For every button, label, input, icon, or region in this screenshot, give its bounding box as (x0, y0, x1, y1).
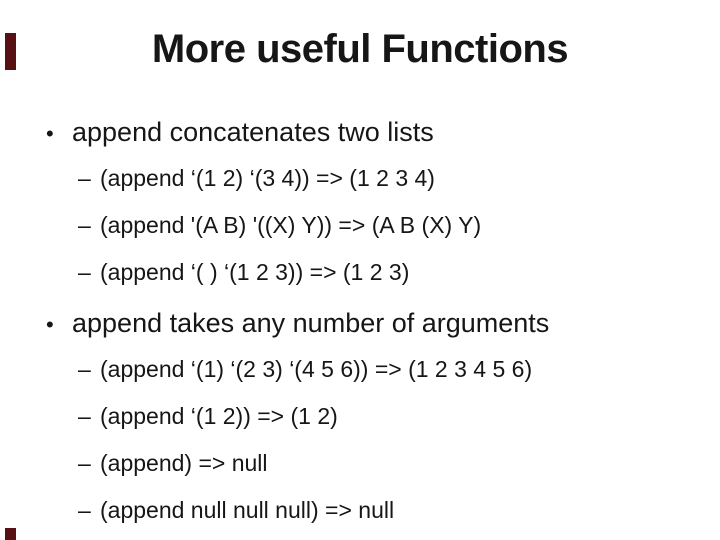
code-example-text: (append ‘(1 2)) => (1 2) (100, 403, 338, 429)
dash-marker: – (78, 450, 91, 476)
code-example-text: (append ‘( ) ‘(1 2 3)) => (1 2 3) (100, 259, 410, 285)
code-example-text: (append ‘(1) ‘(2 3) ‘(4 5 6)) => (1 2 3 … (100, 356, 533, 382)
bullet-item: • append concatenates two lists (0, 116, 720, 150)
slide-body: • append concatenates two lists – (appen… (0, 116, 720, 524)
bullet-text: append takes any number of arguments (72, 308, 550, 338)
sub-bullet-item: – (append null null null) => null (0, 496, 720, 524)
bullet-text: append concatenates two lists (72, 117, 434, 147)
sub-bullet-item: – (append) => null (0, 449, 720, 477)
corner-accent-top-left (5, 33, 16, 70)
dash-marker: – (78, 212, 91, 238)
dash-marker: – (78, 259, 91, 285)
sub-bullet-item: – (append '(A B) '((X) Y)) => (A B (X) Y… (0, 211, 720, 239)
slide: More useful Functions • append concatena… (0, 26, 720, 540)
code-example-text: (append '(A B) '((X) Y)) => (A B (X) Y) (100, 212, 482, 238)
sub-bullet-item: – (append ‘( ) ‘(1 2 3)) => (1 2 3) (0, 258, 720, 286)
sub-bullet-item: – (append ‘(1 2) ‘(3 4)) => (1 2 3 4) (0, 164, 720, 192)
corner-accent-bottom-left (5, 528, 16, 540)
code-example-text: (append null null null) => null (100, 497, 395, 523)
bullet-item: • append takes any number of arguments (0, 307, 720, 341)
code-example-text: (append ‘(1 2) ‘(3 4)) => (1 2 3 4) (100, 165, 435, 191)
dash-marker: – (78, 356, 91, 382)
dash-marker: – (78, 403, 91, 429)
dash-marker: – (78, 497, 91, 523)
bullet-marker: • (46, 312, 54, 337)
dash-marker: – (78, 165, 91, 191)
code-example-text: (append) => null (100, 450, 268, 476)
bullet-marker: • (46, 121, 54, 146)
sub-bullet-item: – (append ‘(1) ‘(2 3) ‘(4 5 6)) => (1 2 … (0, 355, 720, 383)
sub-bullet-item: – (append ‘(1 2)) => (1 2) (0, 402, 720, 430)
slide-title: More useful Functions (151, 27, 569, 71)
